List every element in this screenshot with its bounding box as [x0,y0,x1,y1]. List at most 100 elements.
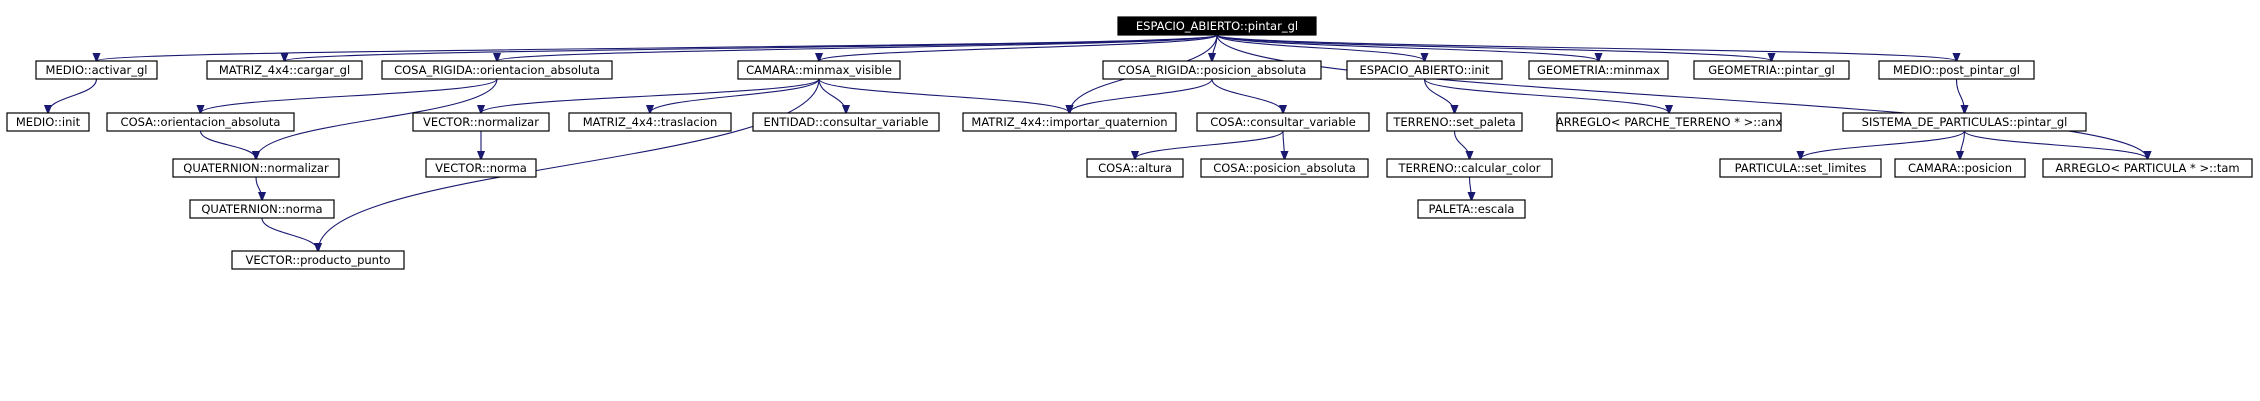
node-label: COSA::posicion_absoluta [1213,161,1356,175]
graph-node[interactable]: TERRENO::calcular_color [1386,158,1553,178]
graph-node[interactable]: COSA::consultar_variable [1196,112,1370,132]
edge-root-to-cosa_rigida_pos [1212,34,1218,61]
graph-node[interactable]: COSA::posicion_absoluta [1200,158,1369,178]
edge-cosa_consultar-to-cosa_altura [1135,130,1284,159]
graph-node[interactable]: ESPACIO_ABIERTO::init [1346,60,1503,80]
graph-node[interactable]: QUATERNION::norma [189,199,335,219]
node-box [1086,158,1184,178]
node-label: MATRIZ_4x4::cargar_gl [219,63,350,77]
graph-node[interactable]: TERRENO::set_paleta [1386,112,1523,132]
graph-node[interactable]: VECTOR::producto_punto [231,250,405,270]
edge-sistema_pintar-to-particula_set [1801,130,1966,159]
edge-cosa_rigida_pos-to-matriz_importar [1070,78,1213,113]
graph-node[interactable]: VECTOR::norma [425,158,537,178]
node-box [35,60,158,80]
node-box [1417,199,1526,219]
node-box [1693,60,1850,80]
graph-node[interactable]: COSA::orientacion_absoluta [106,112,295,132]
node-box [1117,16,1317,36]
graph-node[interactable]: ENTIDAD::consultar_variable [752,112,940,132]
graph-node[interactable]: COSA_RIGIDA::orientacion_absoluta [381,60,613,80]
edge-medio_post-to-sistema_pintar [1955,78,1965,113]
edge-root-to-medio_activar [97,34,1218,61]
edge-root-to-geometria_minmax [1216,34,1599,61]
edge-root-to-matriz_cargar [285,34,1218,61]
node-box [1719,158,1882,178]
node-box [1878,60,2035,80]
graph-node[interactable]: ARREGLO< PARTICULA * >::tam [2042,158,2253,178]
node-box [1528,60,1669,80]
node-box [2042,158,2253,178]
node-label: GEOMETRIA::minmax [1537,63,1660,77]
node-box [752,112,940,132]
node-box [1386,158,1553,178]
graph-node[interactable]: GEOMETRIA::minmax [1528,60,1669,80]
edge-cosa_rigida_pos-to-cosa_consultar [1211,78,1283,113]
node-box [962,112,1177,132]
edge-terreno_calcular-to-paleta_escala [1470,176,1472,200]
node-box [568,112,732,132]
node-label: GEOMETRIA::pintar_gl [1708,63,1835,77]
graph-node[interactable]: GEOMETRIA::pintar_gl [1693,60,1850,80]
graph-node[interactable]: ARREGLO< PARCHE_TERRENO * >::anx [1556,112,1783,132]
node-box [1102,60,1322,80]
node-label: VECTOR::normalizar [423,115,539,129]
graph-node[interactable]: PARTICULA::set_limites [1719,158,1882,178]
edge-medio_activar-to-medio_init [48,78,98,113]
node-box [206,60,363,80]
node-box [189,199,335,219]
graph-node[interactable]: MEDIO::post_pintar_gl [1878,60,2035,80]
node-label: COSA_RIGIDA::posicion_absoluta [1118,63,1307,77]
graph-node[interactable]: VECTOR::normalizar [412,112,550,132]
edge-cosa_orient-to-quat_normalizar [199,130,257,159]
node-box [172,158,340,178]
node-label: ARREGLO< PARTICULA * >::tam [2055,161,2239,175]
graph-node[interactable]: MATRIZ_4x4::cargar_gl [206,60,363,80]
node-box [6,112,90,132]
node-label: MEDIO::init [16,115,81,129]
node-label: SISTEMA_DE_PARTICULAS::pintar_gl [1862,115,2068,129]
edge-camara_minmax-to-vector_normalizar [481,78,820,113]
graph-node[interactable]: PALETA::escala [1417,199,1526,219]
edge-root-to-arreglo_particula [1216,34,2148,159]
node-box [1556,112,1782,132]
node-label: ENTIDAD::consultar_variable [764,115,929,129]
node-label: COSA::consultar_variable [1210,115,1356,129]
edge-cosa_rigida_orient-to-quat_normalizar [256,78,498,159]
graph-node[interactable]: COSA_RIGIDA::posicion_absoluta [1102,60,1322,80]
edge-espacio_init-to-terreno_set_paleta [1423,78,1455,113]
node-box [1386,112,1523,132]
graph-node[interactable]: MEDIO::activar_gl [35,60,158,80]
root-node[interactable]: ESPACIO_ABIERTO::pintar_gl [1117,16,1317,36]
node-label: CAMARA::posicion [1908,161,2012,175]
graph-node[interactable]: SISTEMA_DE_PARTICULAS::pintar_gl [1842,112,2087,132]
node-label: QUATERNION::norma [201,202,322,216]
node-label: COSA::altura [1098,161,1172,175]
node-box [1196,112,1370,132]
edge-espacio_init-to-arreglo_parche [1423,78,1670,113]
edge-cosa_rigida_orient-to-cosa_orient [201,78,498,113]
graph-node[interactable]: CAMARA::posicion [1894,158,2026,178]
edge-root-to-camara_minmax [819,34,1218,61]
node-label: MEDIO::post_pintar_gl [1893,63,2020,77]
node-label: TERRENO::set_paleta [1392,115,1515,129]
graph-node[interactable]: COSA::altura [1086,158,1184,178]
node-label: COSA::orientacion_absoluta [121,115,281,129]
graph-node[interactable]: MATRIZ_4x4::traslacion [568,112,732,132]
node-label: PARTICULA::set_limites [1735,161,1867,175]
graph-node[interactable]: MATRIZ_4x4::importar_quaternion [962,112,1177,132]
graph-node[interactable]: MEDIO::init [6,112,90,132]
node-box [1200,158,1369,178]
node-box [381,60,613,80]
edge-quat_normalizar-to-quat_norma [255,176,262,200]
graph-node[interactable]: QUATERNION::normalizar [172,158,340,178]
node-box [106,112,295,132]
node-label: VECTOR::norma [435,161,527,175]
edge-terreno_set_paleta-to-terreno_calcular [1453,130,1470,159]
node-label: PALETA::escala [1429,202,1515,216]
node-label: QUATERNION::normalizar [183,161,329,175]
graph-node[interactable]: CAMARA::minmax_visible [737,60,901,80]
node-box [737,60,901,80]
edge-camara_minmax-to-entidad_consultar [818,78,846,113]
